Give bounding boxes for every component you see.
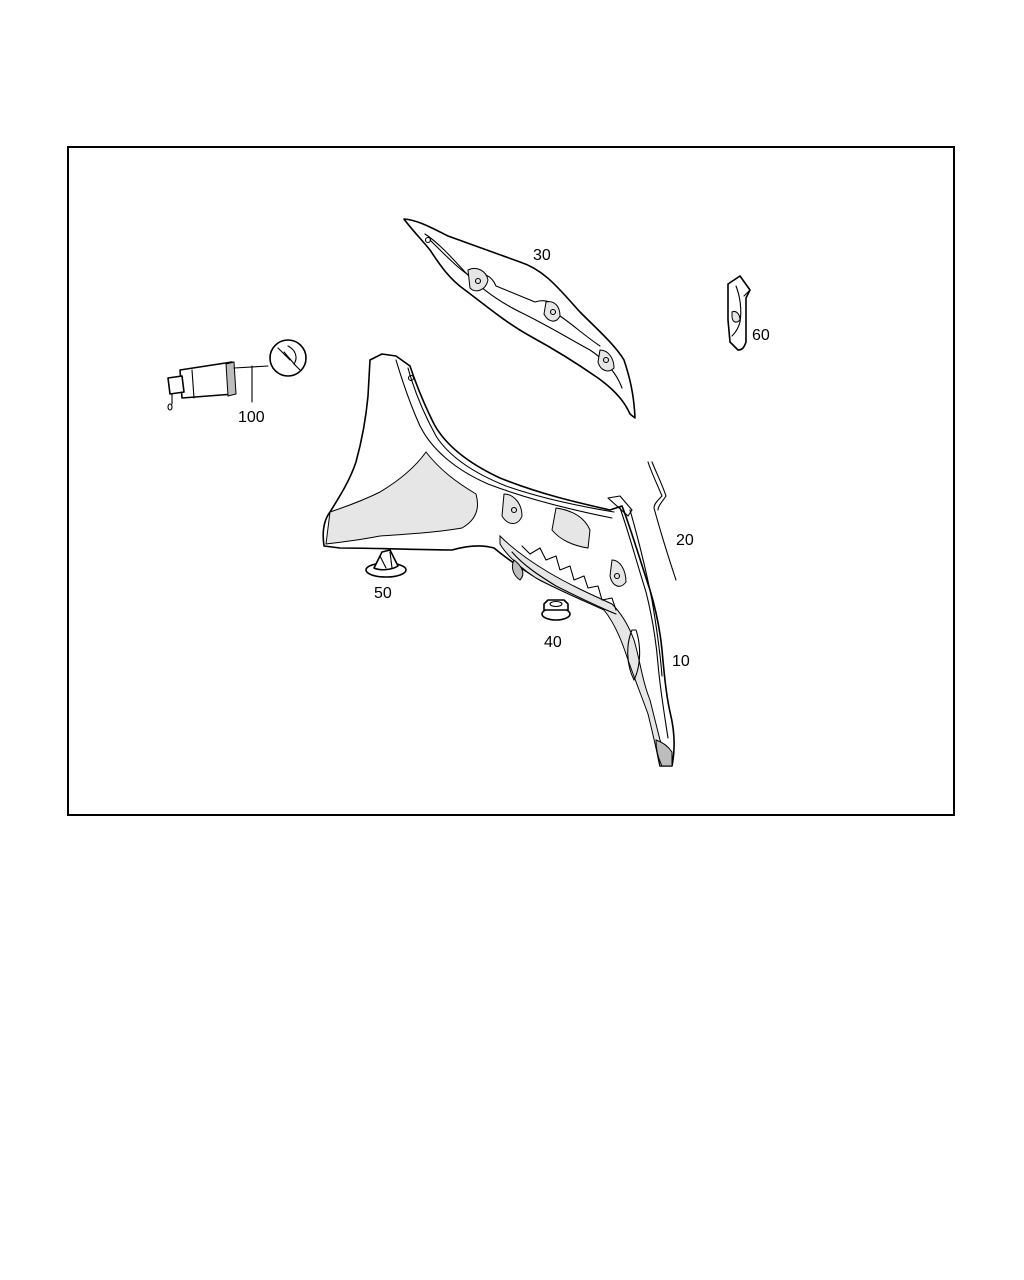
part-60-bracket[interactable]: [727, 275, 751, 351]
diagram-frame: [67, 146, 955, 816]
part-20-strip[interactable]: [647, 461, 677, 581]
label-60: 60: [752, 327, 770, 344]
label-100: 100: [238, 409, 265, 426]
part-30-upper-panel[interactable]: [403, 218, 636, 419]
label-10: 10: [672, 653, 690, 670]
label-40: 40: [544, 634, 562, 651]
label-50: 50: [374, 585, 392, 602]
part-10-main-panel[interactable]: [322, 353, 675, 767]
part-100-tube-tool[interactable]: [167, 339, 307, 411]
label-20: 20: [676, 532, 694, 549]
part-40-nut[interactable]: [541, 599, 571, 621]
label-30: 30: [533, 247, 551, 264]
part-50-clip[interactable]: [365, 549, 407, 578]
